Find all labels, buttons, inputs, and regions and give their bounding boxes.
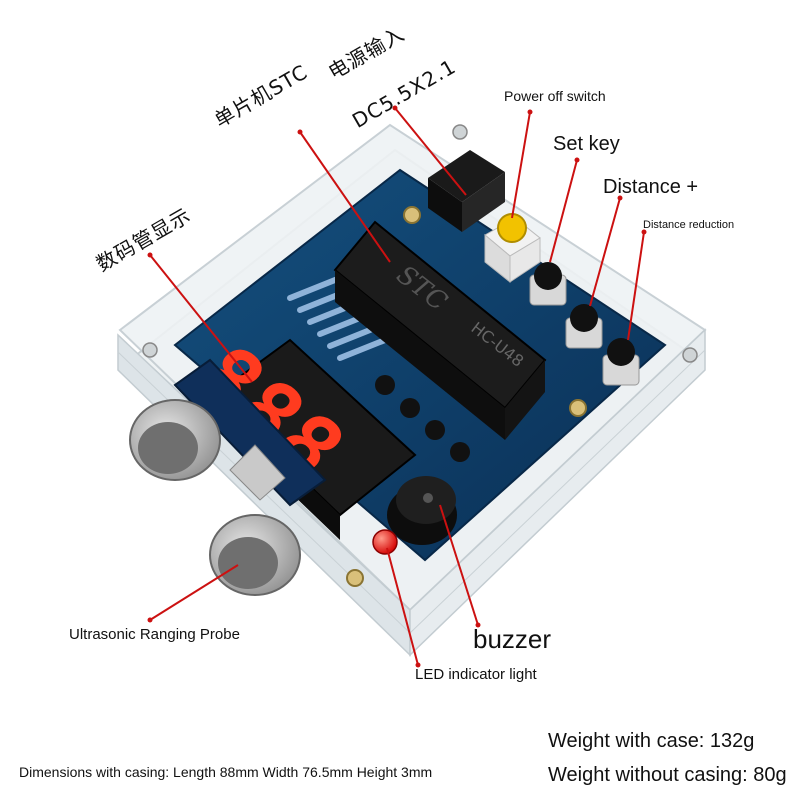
- leader-distance-reduction: [627, 231, 645, 341]
- led-component: [372, 529, 398, 555]
- leader-dc-jack: [394, 107, 467, 196]
- leader-led: [386, 547, 419, 666]
- callout-distance-plus: Distance +: [603, 176, 699, 198]
- dc-jack: [428, 150, 505, 232]
- callout-power-switch: Power off switch: [504, 88, 606, 104]
- spec-weight-without-case: Weight without casing: 80g: [548, 764, 787, 786]
- leader-distance-plus: [589, 197, 621, 307]
- callout-probe: Ultrasonic Ranging Probe: [69, 626, 240, 643]
- ultrasonic-module: [129, 358, 327, 596]
- callout-set-key: Set key: [553, 133, 620, 155]
- power-switch: [484, 213, 541, 284]
- buzzer-component: [387, 476, 457, 545]
- tactile-buttons: [529, 262, 640, 386]
- leader-probe: [149, 564, 239, 621]
- callout-distance-reduction: Distance reduction: [643, 219, 735, 231]
- callout-buzzer: buzzer: [473, 624, 552, 654]
- spec-dimensions: Dimensions with casing: Length 88mm Widt…: [19, 764, 433, 780]
- spec-weight-with-case: Weight with case: 132g: [548, 730, 755, 752]
- leader-buzzer: [439, 504, 479, 626]
- leader-set-key: [549, 159, 578, 263]
- leader-mcu: [299, 131, 391, 263]
- mcu-chip: STC HC-U48: [333, 220, 547, 440]
- leader-power-switch: [511, 111, 531, 219]
- callout-led: LED indicator light: [415, 666, 537, 683]
- leader-display: [149, 254, 253, 383]
